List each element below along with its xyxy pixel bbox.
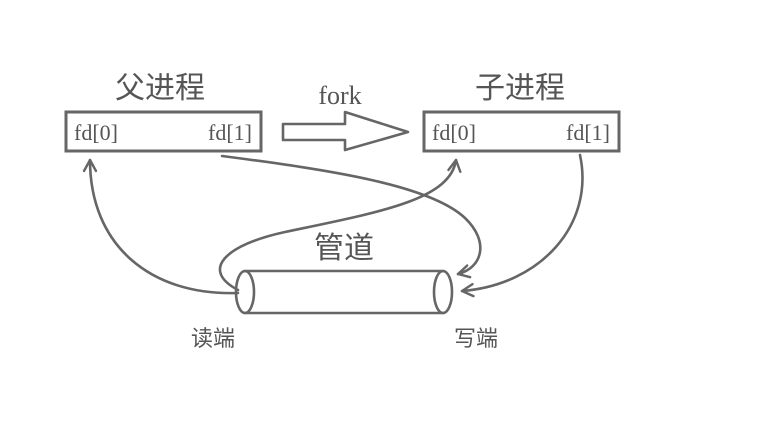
read-end-label: 读端 xyxy=(191,327,235,352)
pipe-title: 管道 xyxy=(314,231,374,266)
fork-arrow xyxy=(281,110,410,152)
arrow-child-fd1-to-write-end xyxy=(460,153,584,298)
parent-process-box xyxy=(64,110,263,153)
fork-label: fork xyxy=(318,81,361,110)
pipe-write-end-ellipse xyxy=(432,269,454,315)
child-fd1-label: fd[1] xyxy=(566,120,610,145)
pipe-read-end-ellipse xyxy=(234,269,256,315)
parent-process-title: 父进程 xyxy=(115,71,205,106)
arrow-parent-fd1-to-write-end xyxy=(220,154,482,279)
child-process-title: 子进程 xyxy=(475,71,565,106)
write-end-label: 写端 xyxy=(454,327,498,352)
arrow-read-end-to-parent-fd0 xyxy=(82,158,240,295)
arrow-read-end-to-child-fd0 xyxy=(218,158,462,292)
parent-fd1-label: fd[1] xyxy=(208,120,252,145)
parent-fd0-label: fd[0] xyxy=(74,120,118,145)
pipe-cylinder xyxy=(234,269,454,315)
child-process-box xyxy=(422,110,621,153)
child-fd0-label: fd[0] xyxy=(432,120,476,145)
